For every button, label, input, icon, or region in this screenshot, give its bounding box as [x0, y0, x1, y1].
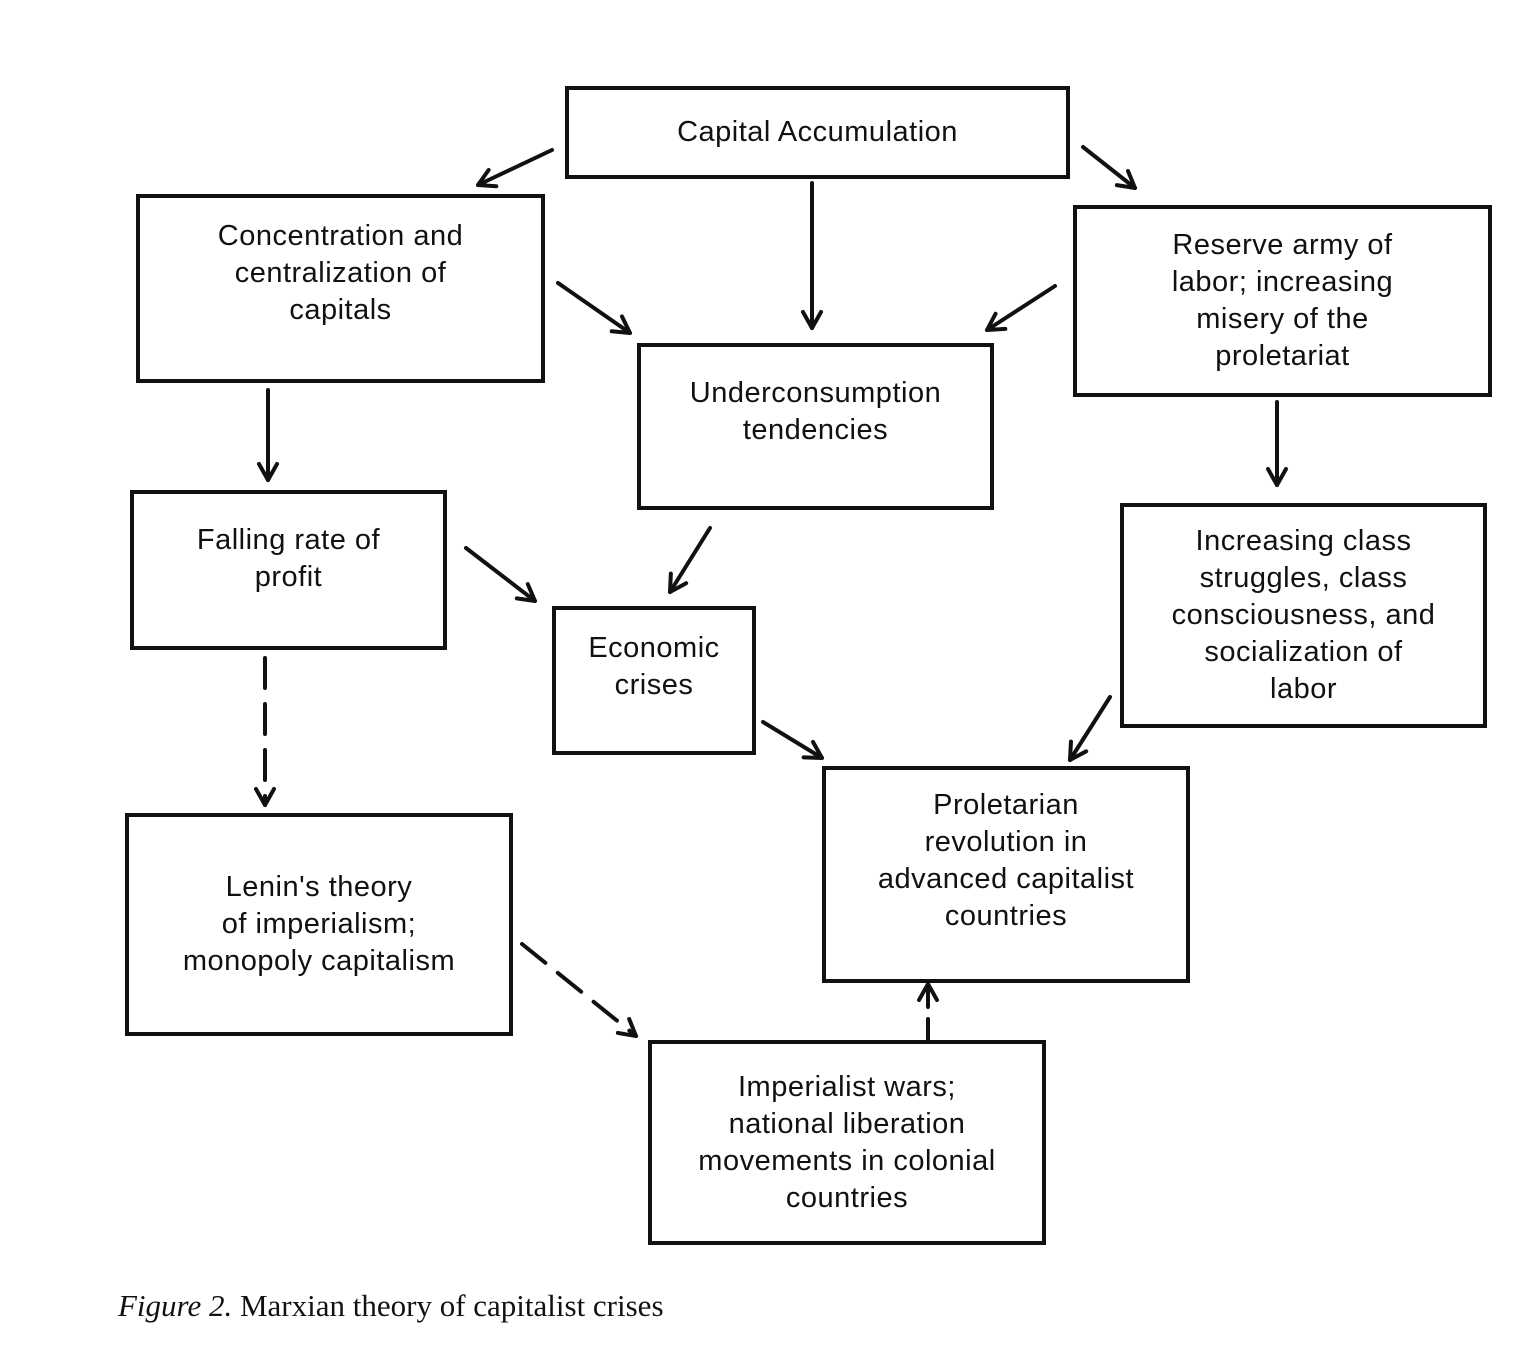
figure-caption: Figure 2. Marxian theory of capitalist c… — [118, 1288, 664, 1324]
node-label: Increasing class struggles, class consci… — [1171, 525, 1436, 705]
node-reserve-army: Reserve army of labor; increasing misery… — [1073, 205, 1492, 397]
node-underconsumption: Underconsumption tendencies — [637, 343, 994, 510]
node-falling-rate-of-profit: Falling rate of profit — [130, 490, 447, 650]
node-imperialist-wars: Imperialist wars; national liberation mo… — [648, 1040, 1046, 1245]
node-label: Imperialist wars; national liberation mo… — [698, 1070, 996, 1214]
node-class-struggles: Increasing class struggles, class consci… — [1120, 503, 1487, 728]
edge-class-struggles-to-revolution — [1068, 695, 1112, 762]
node-label: Underconsumption tendencies — [689, 376, 942, 446]
edge-falling-rate-to-economic-crises — [464, 546, 537, 603]
node-label: Concentration and centralization of capi… — [217, 220, 464, 326]
node-proletarian-revolution: Proletarian revolution in advanced capit… — [822, 766, 1190, 983]
edge-economic-crises-to-revolution — [761, 720, 824, 760]
node-concentration-centralization: Concentration and centralization of capi… — [136, 194, 545, 383]
edge-reserve-army-to-underconsumption — [985, 284, 1057, 332]
node-lenin-theory: Lenin's theory of imperialism; monopoly … — [125, 813, 513, 1036]
edge-underconsumption-to-economic-crises — [668, 526, 712, 594]
edge-lenin-to-imperialist-wars — [520, 942, 638, 1038]
node-label: Proletarian revolution in advanced capit… — [877, 788, 1135, 932]
edge-capital-to-reserve-army — [1081, 145, 1137, 190]
node-economic-crises: Economic crises — [552, 606, 756, 755]
node-label: Lenin's theory of imperialism; monopoly … — [182, 871, 456, 977]
edge-capital-to-concentration — [476, 148, 554, 189]
node-label: Falling rate of profit — [196, 524, 381, 593]
node-label: Capital Accumulation — [677, 116, 958, 148]
figure-caption-text: Marxian theory of capitalist crises — [239, 1288, 664, 1323]
node-label: Reserve army of labor; increasing misery… — [1171, 229, 1394, 372]
figure-label: Figure 2. — [118, 1288, 233, 1323]
node-label: Economic crises — [588, 631, 720, 701]
node-capital-accumulation: Capital Accumulation — [565, 86, 1070, 179]
edge-concentration-to-underconsumption — [556, 281, 632, 335]
